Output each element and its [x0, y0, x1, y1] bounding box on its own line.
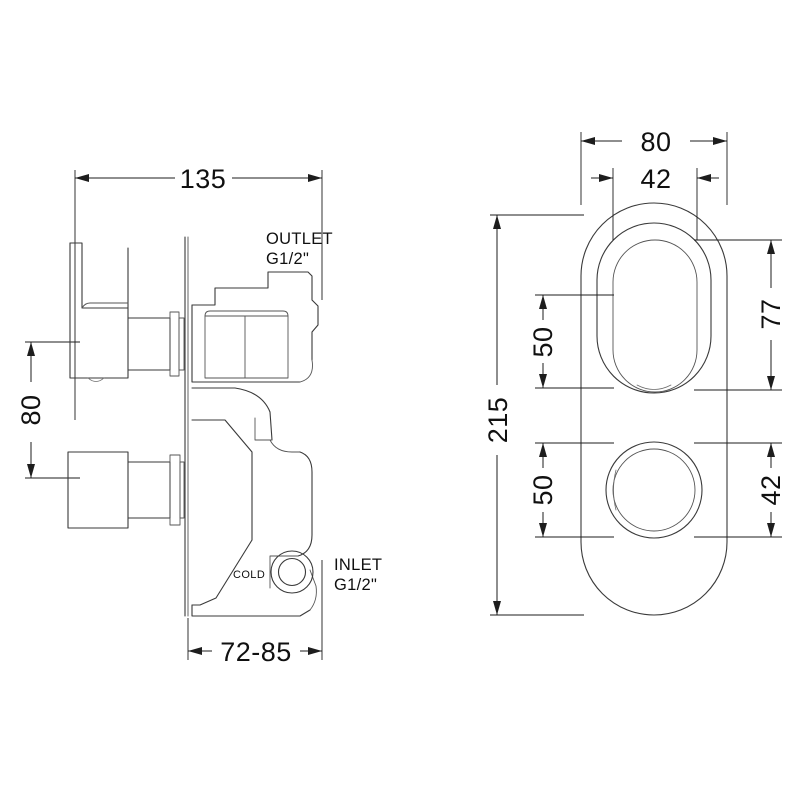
upper-lever-handle — [69, 242, 185, 382]
dim-label-bottom-handle-height: 42 — [756, 474, 786, 505]
dimension-plate-height: 215 — [483, 214, 584, 616]
lower-round-handle — [67, 451, 185, 529]
dimension-overall-depth: 135 — [74, 164, 323, 420]
top-oval-handle — [596, 222, 712, 394]
label-inlet-line1: INLET — [334, 556, 382, 574]
dim-label-bottom-handle-offset: 50 — [528, 474, 558, 505]
dimension-projection-range: 72-85 — [187, 560, 323, 667]
label-outlet-line1: OUTLET — [266, 230, 333, 248]
dimension-bottom-handle-offset: 50 — [528, 442, 614, 538]
dimension-handle-width: 42 — [591, 164, 719, 240]
dim-label-projection-range: 72-85 — [220, 637, 292, 667]
cold-inlet-port — [270, 550, 314, 594]
note-outlet: OUTLET G1/2" — [266, 230, 333, 268]
side-view-group: 135 80 72-85 — [16, 164, 382, 667]
label-cold: COLD — [233, 569, 265, 581]
dim-label-plate-height: 215 — [483, 397, 513, 444]
note-inlet: INLET G1/2" — [334, 556, 382, 594]
dimension-top-handle-offset: 50 — [528, 294, 614, 389]
dim-label-handle-width: 42 — [640, 164, 671, 194]
label-inlet-line2: G1/2" — [334, 576, 377, 594]
valve-body-profile — [191, 271, 319, 617]
escutcheon-plate-profile — [184, 236, 189, 617]
dimension-bottom-handle-height: 42 — [694, 442, 786, 538]
dim-label-top-handle-height: 77 — [756, 298, 786, 329]
label-outlet-line2: G1/2" — [266, 250, 309, 268]
dim-label-overall-depth: 135 — [180, 164, 227, 194]
dimension-top-handle-height: 77 — [694, 239, 786, 391]
face-plate-outline — [580, 202, 728, 616]
dim-label-top-handle-offset: 50 — [528, 326, 558, 357]
dim-label-handle-spacing: 80 — [16, 394, 46, 425]
front-view-group: 80 42 215 — [483, 127, 786, 616]
dimension-plate-width: 80 — [580, 127, 728, 205]
bottom-circular-handle — [605, 441, 703, 539]
dim-label-plate-width: 80 — [640, 127, 671, 157]
dimension-handle-spacing: 80 — [16, 341, 80, 479]
